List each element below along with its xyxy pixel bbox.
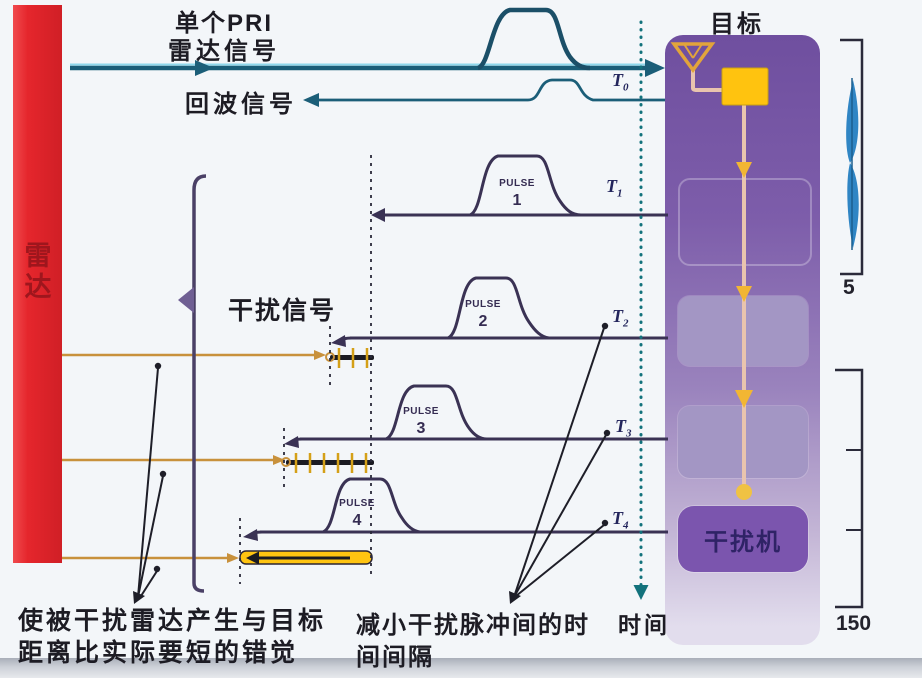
bottom-strip [0, 658, 922, 678]
pulse1-arrowhead [371, 208, 385, 222]
target-label: 目标 [710, 11, 764, 38]
time-axis-label: 时间 [618, 612, 670, 638]
jamming-signal-label: 干扰信号 [228, 297, 337, 325]
jamming-signal-lines [62, 350, 326, 563]
radar-signal-label-line2: 雷达信号 [168, 38, 280, 65]
time-mark-t0: T0 [612, 70, 629, 94]
pulse3-arrowhead [284, 436, 299, 448]
caption-left-line1: 使被干扰雷达产生与目标 [18, 607, 327, 635]
dashed-guides [239, 155, 372, 584]
scale-brackets [835, 38, 864, 609]
pulse4-arrowhead [243, 529, 258, 541]
mid-annotation-lines [509, 322, 611, 604]
echo-signal-arrow [303, 78, 665, 107]
radar-label-char2: 达 [24, 272, 52, 302]
left-annotation-lines [133, 362, 167, 604]
pulse3-word: PULSE [403, 406, 439, 417]
time-axis-arrowhead [633, 585, 649, 600]
time-axis [633, 20, 649, 600]
radar-arrowhead-end [645, 59, 665, 77]
caption-left-line2: 距离比实际要短的错觉 [18, 639, 299, 667]
pulse3-num: 3 [416, 420, 426, 437]
time-mark-t2: T2 [612, 306, 629, 330]
jamming-pulse-bars [239, 348, 374, 565]
caption-mid-line2: 间间隔 [356, 644, 434, 671]
solid-jamming-bar [239, 550, 373, 565]
time-mark-t3: T3 [615, 416, 632, 440]
radar-label-char1: 雷 [24, 241, 52, 271]
pulse-train [243, 154, 668, 541]
radar-signal-label-line1: 单个PRI [175, 10, 274, 37]
time-mark-t1: T1 [606, 176, 623, 200]
range-axis-pointer [178, 287, 194, 313]
pulse2-word: PULSE [465, 299, 501, 310]
jamming-bar-arrowhead [246, 551, 259, 565]
pulse4-num: 4 [352, 512, 362, 529]
scale-bottom-value: 150 [836, 612, 872, 635]
radar-label: 雷 达 [21, 241, 55, 303]
time-mark-t4: T4 [612, 508, 629, 532]
panel-inner-box-1 [678, 296, 808, 366]
pulse2-num: 2 [478, 313, 488, 330]
radar-bar [13, 5, 62, 563]
panel-inner-box-2 [678, 406, 808, 478]
pulse1-word: PULSE [499, 178, 535, 189]
pulse4-word: PULSE [339, 498, 375, 509]
echo-signal-label: 回波信号 [185, 91, 297, 118]
scale-top-value: 5 [843, 276, 855, 299]
jammer-box: 干扰机 [678, 506, 808, 572]
radar-signal-arrow [70, 7, 665, 77]
panel-ghost-box [678, 178, 812, 266]
range-axis [178, 174, 207, 593]
echo-arrowhead [303, 93, 319, 107]
signal-waveform-icon [846, 78, 859, 250]
pulse2-arrowhead [331, 335, 346, 347]
radar-pulse-waveform [476, 7, 591, 71]
caption-mid-line1: 减小干扰脉冲间的时 [356, 612, 590, 639]
jammer-label: 干扰机 [704, 528, 782, 556]
pulse1-num: 1 [512, 192, 522, 209]
